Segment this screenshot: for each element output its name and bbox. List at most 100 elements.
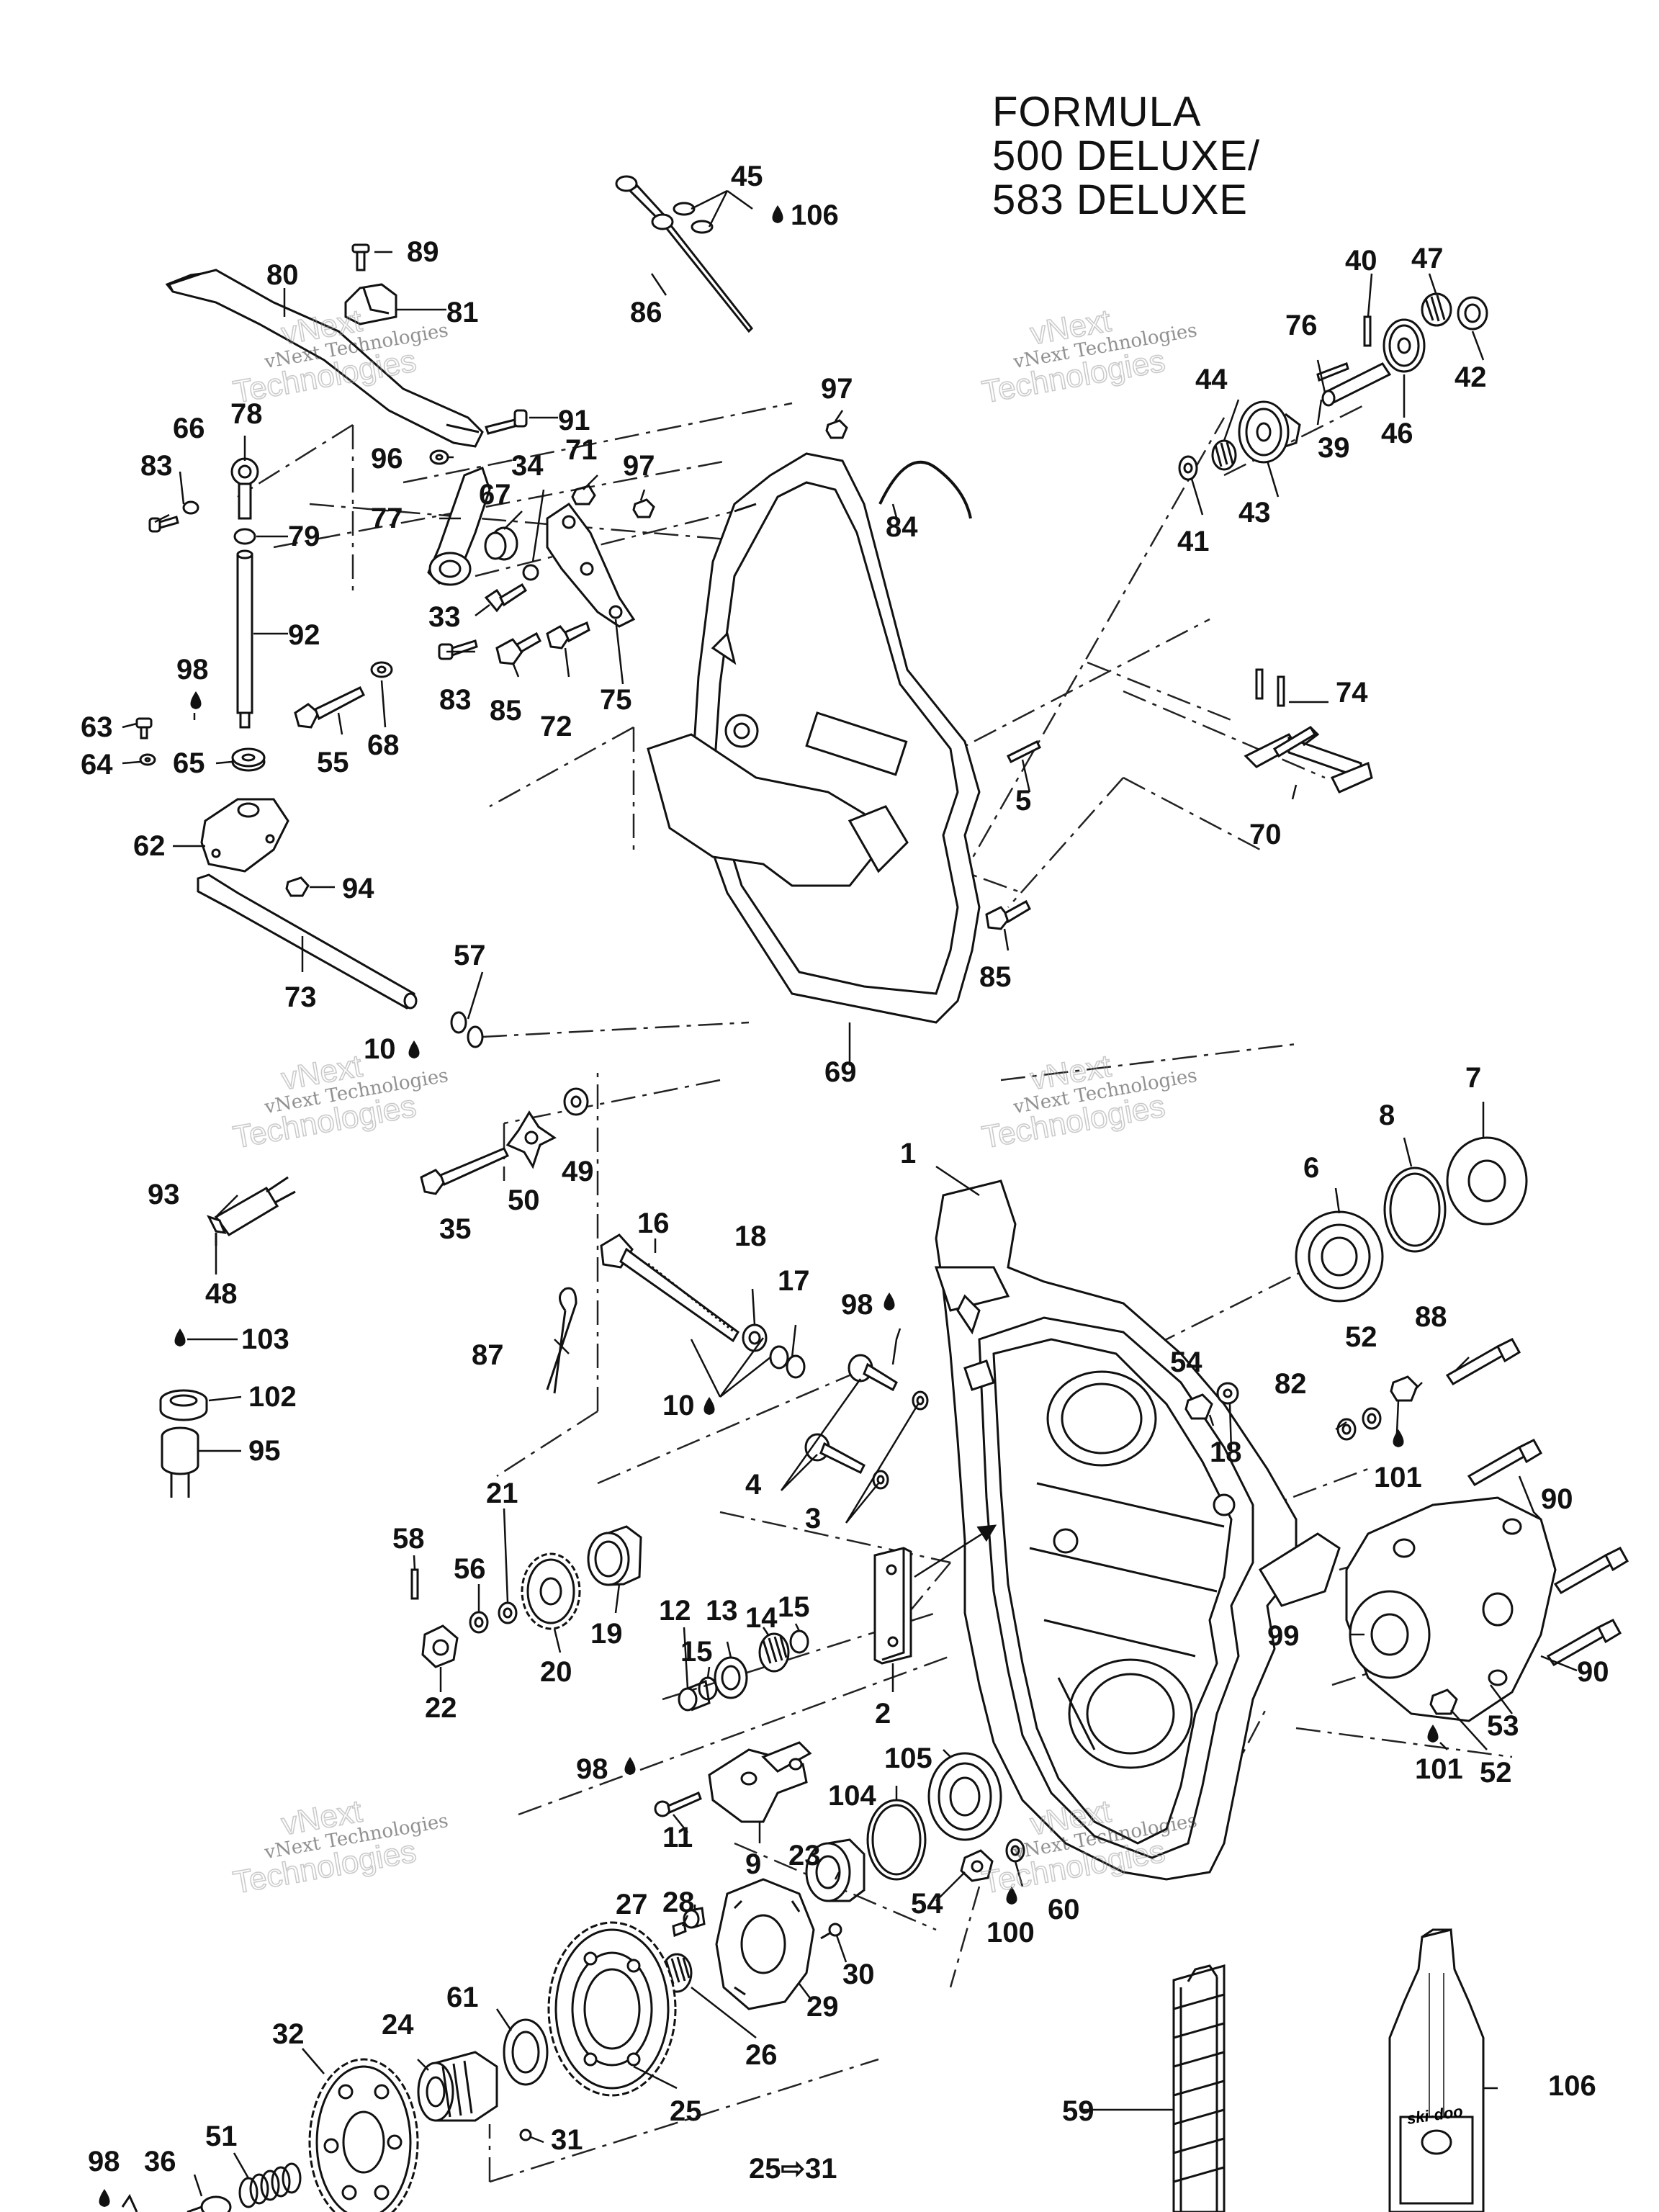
- callout-14: 14: [745, 1602, 778, 1634]
- title-line-2: 500 DELUXE/: [992, 132, 1261, 179]
- callout-66: 66: [173, 413, 205, 444]
- oil-drop-icon: [1427, 1725, 1439, 1743]
- callout-80: 80: [266, 259, 299, 291]
- callout-8: 8: [1379, 1100, 1395, 1131]
- bolts-90: [1467, 1439, 1629, 1666]
- nuts-52: [1390, 1375, 1458, 1715]
- callout-33: 33: [428, 601, 461, 633]
- callout-97-lower: 97: [623, 450, 655, 482]
- bearing-24: [417, 2051, 498, 2122]
- callout-10-center: 10: [662, 1390, 695, 1421]
- callout-42: 42: [1455, 361, 1487, 393]
- callout-61: 61: [446, 1982, 479, 2013]
- callout-47: 47: [1411, 243, 1444, 274]
- screw-83-left: [148, 516, 179, 533]
- callout-94: 94: [342, 873, 374, 904]
- callout-101-upper: 101: [1374, 1462, 1422, 1493]
- callout-88: 88: [1415, 1301, 1447, 1333]
- gear-43: [1238, 400, 1301, 464]
- callout-1: 1: [900, 1138, 916, 1169]
- oil-drop-icon: [190, 691, 202, 709]
- callout-23: 23: [788, 1840, 821, 1871]
- callout-98-bottom: 98: [88, 2146, 120, 2177]
- chain-59: [1172, 1964, 1226, 2212]
- callout-55: 55: [317, 747, 349, 778]
- callout-71: 71: [565, 434, 598, 466]
- rod-73: [197, 873, 418, 1010]
- callout-29: 29: [806, 1991, 839, 2023]
- callout-90-upper: 90: [1541, 1483, 1573, 1515]
- washer-56: [469, 1611, 489, 1634]
- callout-22: 22: [425, 1692, 457, 1724]
- watermark-mid-right: vNext vNext Technologies Technologies: [979, 1048, 1198, 1156]
- callout-79: 79: [288, 521, 320, 552]
- part-98-lower-left: [121, 2193, 138, 2212]
- callout-62: 62: [133, 830, 166, 862]
- screw-upper-center: [848, 1354, 898, 1392]
- callout-15-right: 15: [778, 1591, 810, 1623]
- nut-54-upper: [1184, 1393, 1213, 1420]
- callout-67: 67: [479, 479, 511, 511]
- rod-86: [615, 175, 754, 333]
- callout-86: 86: [630, 297, 662, 328]
- callout-93: 93: [148, 1179, 180, 1210]
- watermark-top-right: vNext vNext Technologies Technologies: [979, 302, 1198, 410]
- callout-25-range: 25⇨31: [749, 2153, 837, 2185]
- callout-18-center: 18: [734, 1220, 767, 1252]
- callout-44: 44: [1195, 364, 1228, 395]
- washer-3: [872, 1470, 889, 1490]
- nut-22: [421, 1624, 459, 1668]
- callout-103: 103: [241, 1323, 289, 1355]
- callout-35: 35: [439, 1213, 472, 1245]
- callout-50: 50: [508, 1184, 540, 1216]
- callout-83-mid: 83: [439, 684, 472, 716]
- washer-68: [370, 661, 393, 678]
- callout-69: 69: [824, 1056, 857, 1088]
- title-line-1: FORMULA: [992, 89, 1202, 135]
- screw-4: [804, 1433, 866, 1475]
- screw-11: [654, 1791, 702, 1817]
- washer-upper-center: [912, 1390, 929, 1411]
- screw-83: [438, 639, 478, 660]
- callout-106-upper: 106: [791, 199, 839, 231]
- title-line-3: 583 DELUXE: [992, 176, 1248, 223]
- pins-74: [1255, 668, 1285, 707]
- bolt-85: [495, 631, 541, 665]
- callout-57: 57: [454, 940, 486, 971]
- callout-54-upper: 54: [1170, 1346, 1202, 1378]
- cotter-pin-87: [546, 1287, 577, 1394]
- bushing-65: [231, 747, 266, 772]
- washer-21: [498, 1601, 518, 1624]
- bearing-6: [1295, 1210, 1384, 1303]
- callout-85-right: 85: [979, 961, 1012, 993]
- nut-79: [233, 528, 256, 545]
- screw-30: [820, 1923, 842, 1940]
- washer-42: [1457, 296, 1488, 331]
- callout-77: 77: [371, 503, 403, 534]
- shaft-92: [236, 549, 253, 729]
- boot-95: [161, 1426, 199, 1498]
- sprocket-25: [547, 1921, 677, 2097]
- oil-drop-icon: [1393, 1429, 1404, 1447]
- callout-70: 70: [1249, 819, 1282, 850]
- callout-12: 12: [659, 1595, 691, 1627]
- bolt-88: [1445, 1338, 1521, 1385]
- callout-73: 73: [284, 981, 317, 1013]
- bushing-13: [714, 1656, 748, 1699]
- callout-36: 36: [144, 2146, 176, 2177]
- pin-40: [1363, 315, 1372, 347]
- callout-54-lower: 54: [911, 1888, 943, 1920]
- spring-51: [238, 2162, 302, 2208]
- bracket-77: [427, 467, 491, 586]
- callout-83-left: 83: [140, 450, 173, 482]
- callout-7: 7: [1465, 1062, 1481, 1094]
- callout-59: 59: [1062, 2095, 1094, 2127]
- callout-101-lower: 101: [1415, 1753, 1463, 1785]
- washer-18-right: [1216, 1382, 1239, 1405]
- callout-5: 5: [1015, 785, 1031, 817]
- callout-34: 34: [511, 450, 544, 482]
- bolt-72: [546, 621, 590, 649]
- callout-labels: 45 106 86 89 80 81 91 97 66 78 83 96 34 …: [81, 161, 1609, 2185]
- callout-27: 27: [616, 1889, 648, 1920]
